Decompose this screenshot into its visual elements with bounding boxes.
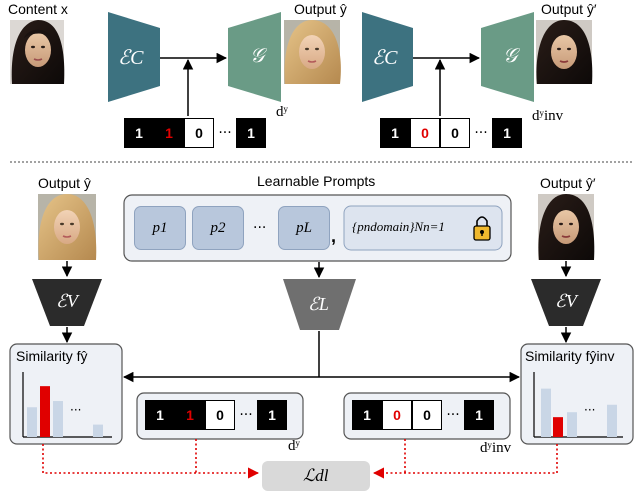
similarity-ellipsis-left: ··· (70, 403, 82, 417)
similarity-bar-right-1 (541, 388, 551, 437)
lock-icon (473, 216, 491, 241)
code-cell: 1 (236, 118, 266, 148)
similarity-bar-left-1 (27, 407, 37, 437)
output-prime-photo-bottom (538, 194, 595, 260)
output-label-top: Output ŷ (294, 1, 347, 17)
domain-prompt-label: {pndomain}Nn=1 (352, 219, 445, 234)
generator-1 (228, 12, 281, 102)
output-photo-top (284, 20, 341, 84)
similarity-bars-right (541, 388, 617, 437)
content-encoder-1 (108, 12, 160, 102)
code-cell: 1 (352, 400, 382, 430)
output-photo-bottom (38, 194, 97, 260)
loss-box (262, 461, 370, 491)
code-cell: 1 (124, 118, 154, 148)
prompt-comma: , (331, 226, 337, 246)
dy-inv-label-bottom: dʸinv (480, 440, 512, 456)
code-ellipsis: ··· (239, 407, 253, 423)
code-cell: 1 (492, 118, 522, 148)
code-cell-highlight: 1 (154, 118, 184, 148)
output-label-bottom: Output ŷ (38, 175, 91, 191)
encoder-l-label: ℰL (308, 294, 329, 314)
code-cell: 1 (145, 400, 175, 430)
encoder-v-label-left: ℰV (56, 291, 78, 311)
similarity-bar-left-4 (93, 424, 103, 437)
language-encoder (283, 279, 356, 330)
red-path-sim-left (42, 444, 260, 479)
code-dy-inv-bottom: 1 0 0 ··· 1 (352, 400, 494, 430)
encoder-v-label-right: ℰV (555, 291, 577, 311)
output-prime-label-bottom: Output ŷ′ (540, 175, 596, 191)
code-cell-highlight: 0 (382, 400, 412, 430)
code-ellipsis: ··· (474, 125, 488, 141)
code-dy-bottom: 1 1 0 ··· 1 (145, 400, 287, 430)
code-cell: 0 (412, 400, 442, 430)
encoder-c-label-1: ℰC (118, 47, 144, 69)
code-ellipsis: ··· (446, 407, 460, 423)
code-cell: 0 (440, 118, 470, 148)
learnable-prompts-title: Learnable Prompts (257, 173, 376, 189)
similarity-bar-left-2 (40, 386, 50, 437)
code-cell-highlight: 0 (410, 118, 440, 148)
code-cell-highlight: 1 (175, 400, 205, 430)
generator-label-2: 𝒢 (503, 45, 518, 67)
encoder-c-label-2: ℰC (372, 47, 398, 69)
dy-label-bottom: dʸ (288, 438, 300, 454)
similarity-ellipsis-right: ··· (584, 403, 596, 417)
similarity-title-left: Similarity fŷ (16, 348, 88, 364)
prompt-token-2: p2 (192, 206, 244, 250)
code-dy-inv-top: 1 0 0 ··· 1 (380, 118, 522, 148)
content-label: Content x (8, 1, 68, 17)
red-path-sim-right (372, 444, 558, 479)
loss-label: ℒdl (303, 466, 329, 485)
dy-inv-label-top: dʸinv (532, 108, 564, 124)
similarity-bar-left-3 (53, 401, 63, 437)
similarity-bar-right-4 (607, 404, 617, 437)
generator-2 (481, 12, 534, 102)
prompt-token-1: p1 (134, 206, 186, 250)
similarity-bars-left (27, 386, 103, 437)
similarity-bar-right-3 (567, 412, 577, 437)
code-cell: 0 (205, 400, 235, 430)
output-prime-label-top: Output ŷ′ (541, 1, 597, 17)
domain-prompt-box (343, 205, 503, 251)
generator-label-1: 𝒢 (250, 45, 265, 67)
visual-encoder-left (32, 279, 102, 326)
code-dy-top: 1 1 0 ··· 1 (124, 118, 266, 148)
similarity-panel-left (9, 343, 123, 445)
code-cell: 0 (184, 118, 214, 148)
similarity-title-right: Similarity fŷinv (525, 348, 615, 364)
code-cell: 1 (464, 400, 494, 430)
code-cell: 1 (257, 400, 287, 430)
prompt-ellipsis: ··· (253, 220, 267, 236)
content-photo (10, 20, 65, 84)
dy-label-top: dʸ (276, 104, 288, 120)
content-encoder-2 (362, 12, 413, 102)
visual-encoder-right (531, 279, 601, 326)
similarity-bar-right-2 (553, 417, 563, 437)
prompt-token-L: pL (278, 206, 330, 250)
code-cell: 1 (380, 118, 410, 148)
code-ellipsis: ··· (218, 125, 232, 141)
output-prime-photo-top (536, 20, 593, 84)
